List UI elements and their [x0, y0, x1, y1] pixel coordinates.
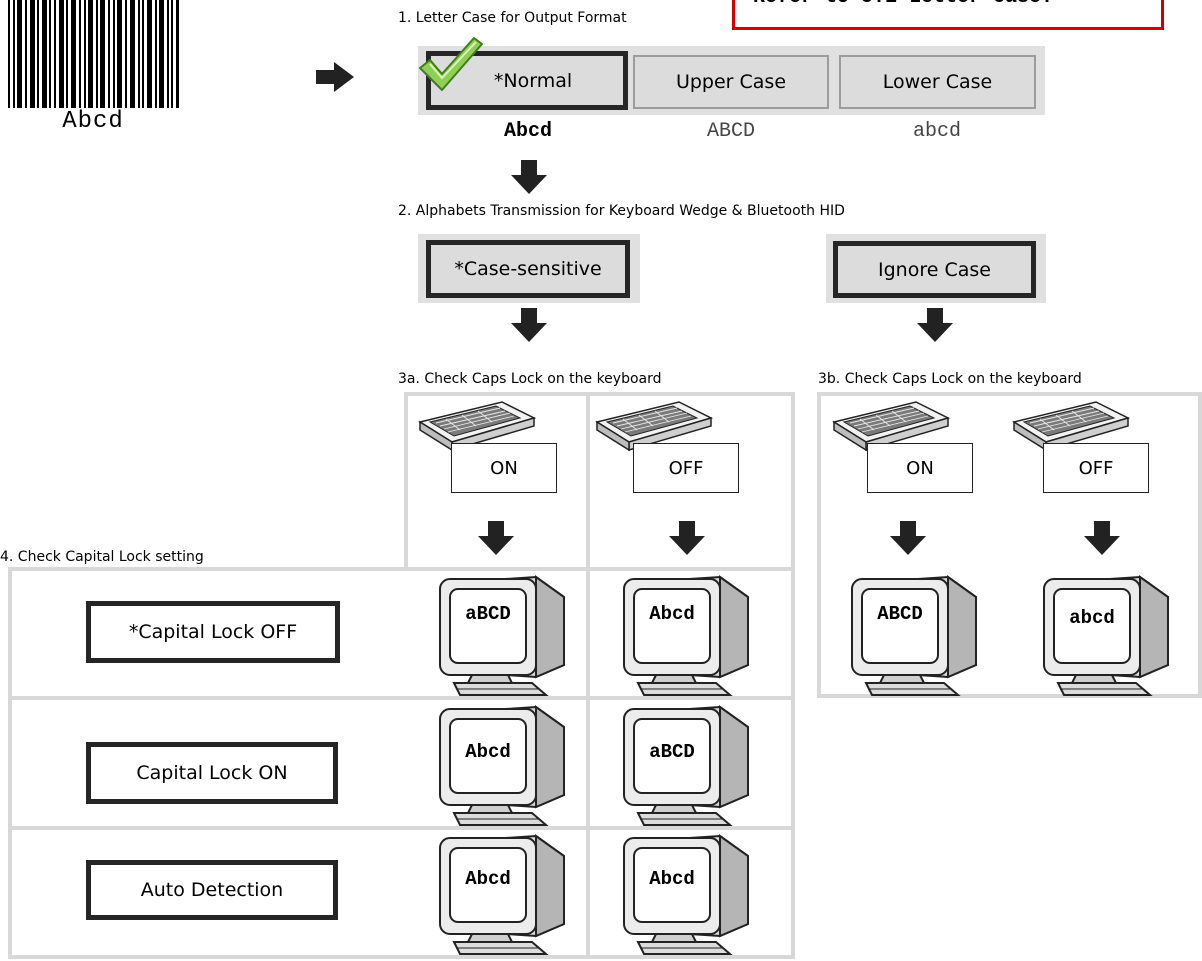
capital-lock-off-option[interactable]: *Capital Lock OFF — [86, 601, 340, 663]
step3a-label: 3a. Check Caps Lock on the keyboard — [398, 371, 662, 387]
monitor-screen-text: Abcd — [465, 741, 511, 763]
capital-lock-on-label: Capital Lock ON — [136, 762, 288, 784]
monitor-result: aBCD — [620, 703, 750, 828]
case-sensitive-option-label: *Case-sensitive — [454, 258, 602, 280]
auto-detection-label: Auto Detection — [140, 879, 284, 901]
caps-lock-state: ON — [867, 443, 973, 493]
down-arrow-icon — [478, 521, 514, 555]
monitor-result: Abcd — [620, 573, 750, 698]
barcode-bars — [8, 0, 179, 110]
monitor-screen-text: ABCD — [877, 603, 923, 625]
down-arrow-icon — [511, 160, 547, 194]
monitor-screen-text: aBCD — [465, 603, 511, 625]
down-arrow-icon — [917, 308, 953, 342]
step1-label: 1. Letter Case for Output Format — [398, 10, 627, 26]
step4-label: 4. Check Capital Lock setting — [0, 549, 204, 565]
upper-case-option[interactable]: Upper Case — [633, 55, 829, 109]
down-arrow-icon — [669, 521, 705, 555]
monitor-screen-text: Abcd — [649, 603, 695, 625]
monitor-result: ABCD — [848, 573, 978, 698]
checkmark-icon — [419, 37, 483, 91]
refer-note: Refer to 5.1 Letter Case. — [732, 0, 1164, 30]
monitor-result: Abcd — [436, 832, 566, 957]
row-divider — [8, 567, 795, 571]
monitor-result: abcd — [1040, 573, 1170, 698]
monitor-result: Abcd — [436, 703, 566, 828]
row-divider — [8, 696, 795, 700]
monitor-result: aBCD — [436, 573, 566, 698]
row-divider — [8, 826, 795, 830]
capital-lock-on-option[interactable]: Capital Lock ON — [86, 742, 338, 804]
step3a-column-divider — [586, 392, 590, 959]
monitor-screen-text: Abcd — [465, 868, 511, 890]
monitor-screen-text: abcd — [1069, 607, 1115, 629]
caps-lock-state: ON — [451, 443, 557, 493]
caps-lock-state: OFF — [633, 443, 739, 493]
refer-note-text: Refer to 5.1 Letter Case. — [753, 0, 1053, 9]
lower-case-option[interactable]: Lower Case — [839, 55, 1036, 109]
auto-detection-option[interactable]: Auto Detection — [86, 860, 338, 920]
step2-label: 2. Alphabets Transmission for Keyboard W… — [398, 203, 845, 219]
caps-lock-state: OFF — [1043, 443, 1149, 493]
upper-case-option-label: Upper Case — [675, 71, 787, 93]
ignore-case-option[interactable]: Ignore Case — [833, 241, 1036, 298]
normal-sample: Abcd — [503, 120, 552, 143]
step3b-label: 3b. Check Caps Lock on the keyboard — [818, 371, 1082, 387]
monitor-screen-text: Abcd — [649, 868, 695, 890]
barcode-caption: Abcd — [4, 108, 182, 135]
capital-lock-off-label: *Capital Lock OFF — [128, 621, 298, 643]
lower-case-sample: abcd — [912, 120, 961, 143]
lower-case-option-label: Lower Case — [882, 71, 993, 93]
down-arrow-icon — [511, 308, 547, 342]
monitor-screen-text: aBCD — [649, 741, 695, 763]
down-arrow-icon — [890, 521, 926, 555]
ignore-case-option-label: Ignore Case — [878, 258, 991, 281]
upper-case-sample: ABCD — [706, 120, 755, 143]
right-arrow-icon — [316, 62, 354, 92]
monitor-result: Abcd — [620, 832, 750, 957]
case-sensitive-option[interactable]: *Case-sensitive — [426, 240, 630, 298]
barcode-image: Abcd — [4, 0, 182, 150]
down-arrow-icon — [1084, 521, 1120, 555]
normal-option-label: *Normal — [493, 69, 573, 92]
